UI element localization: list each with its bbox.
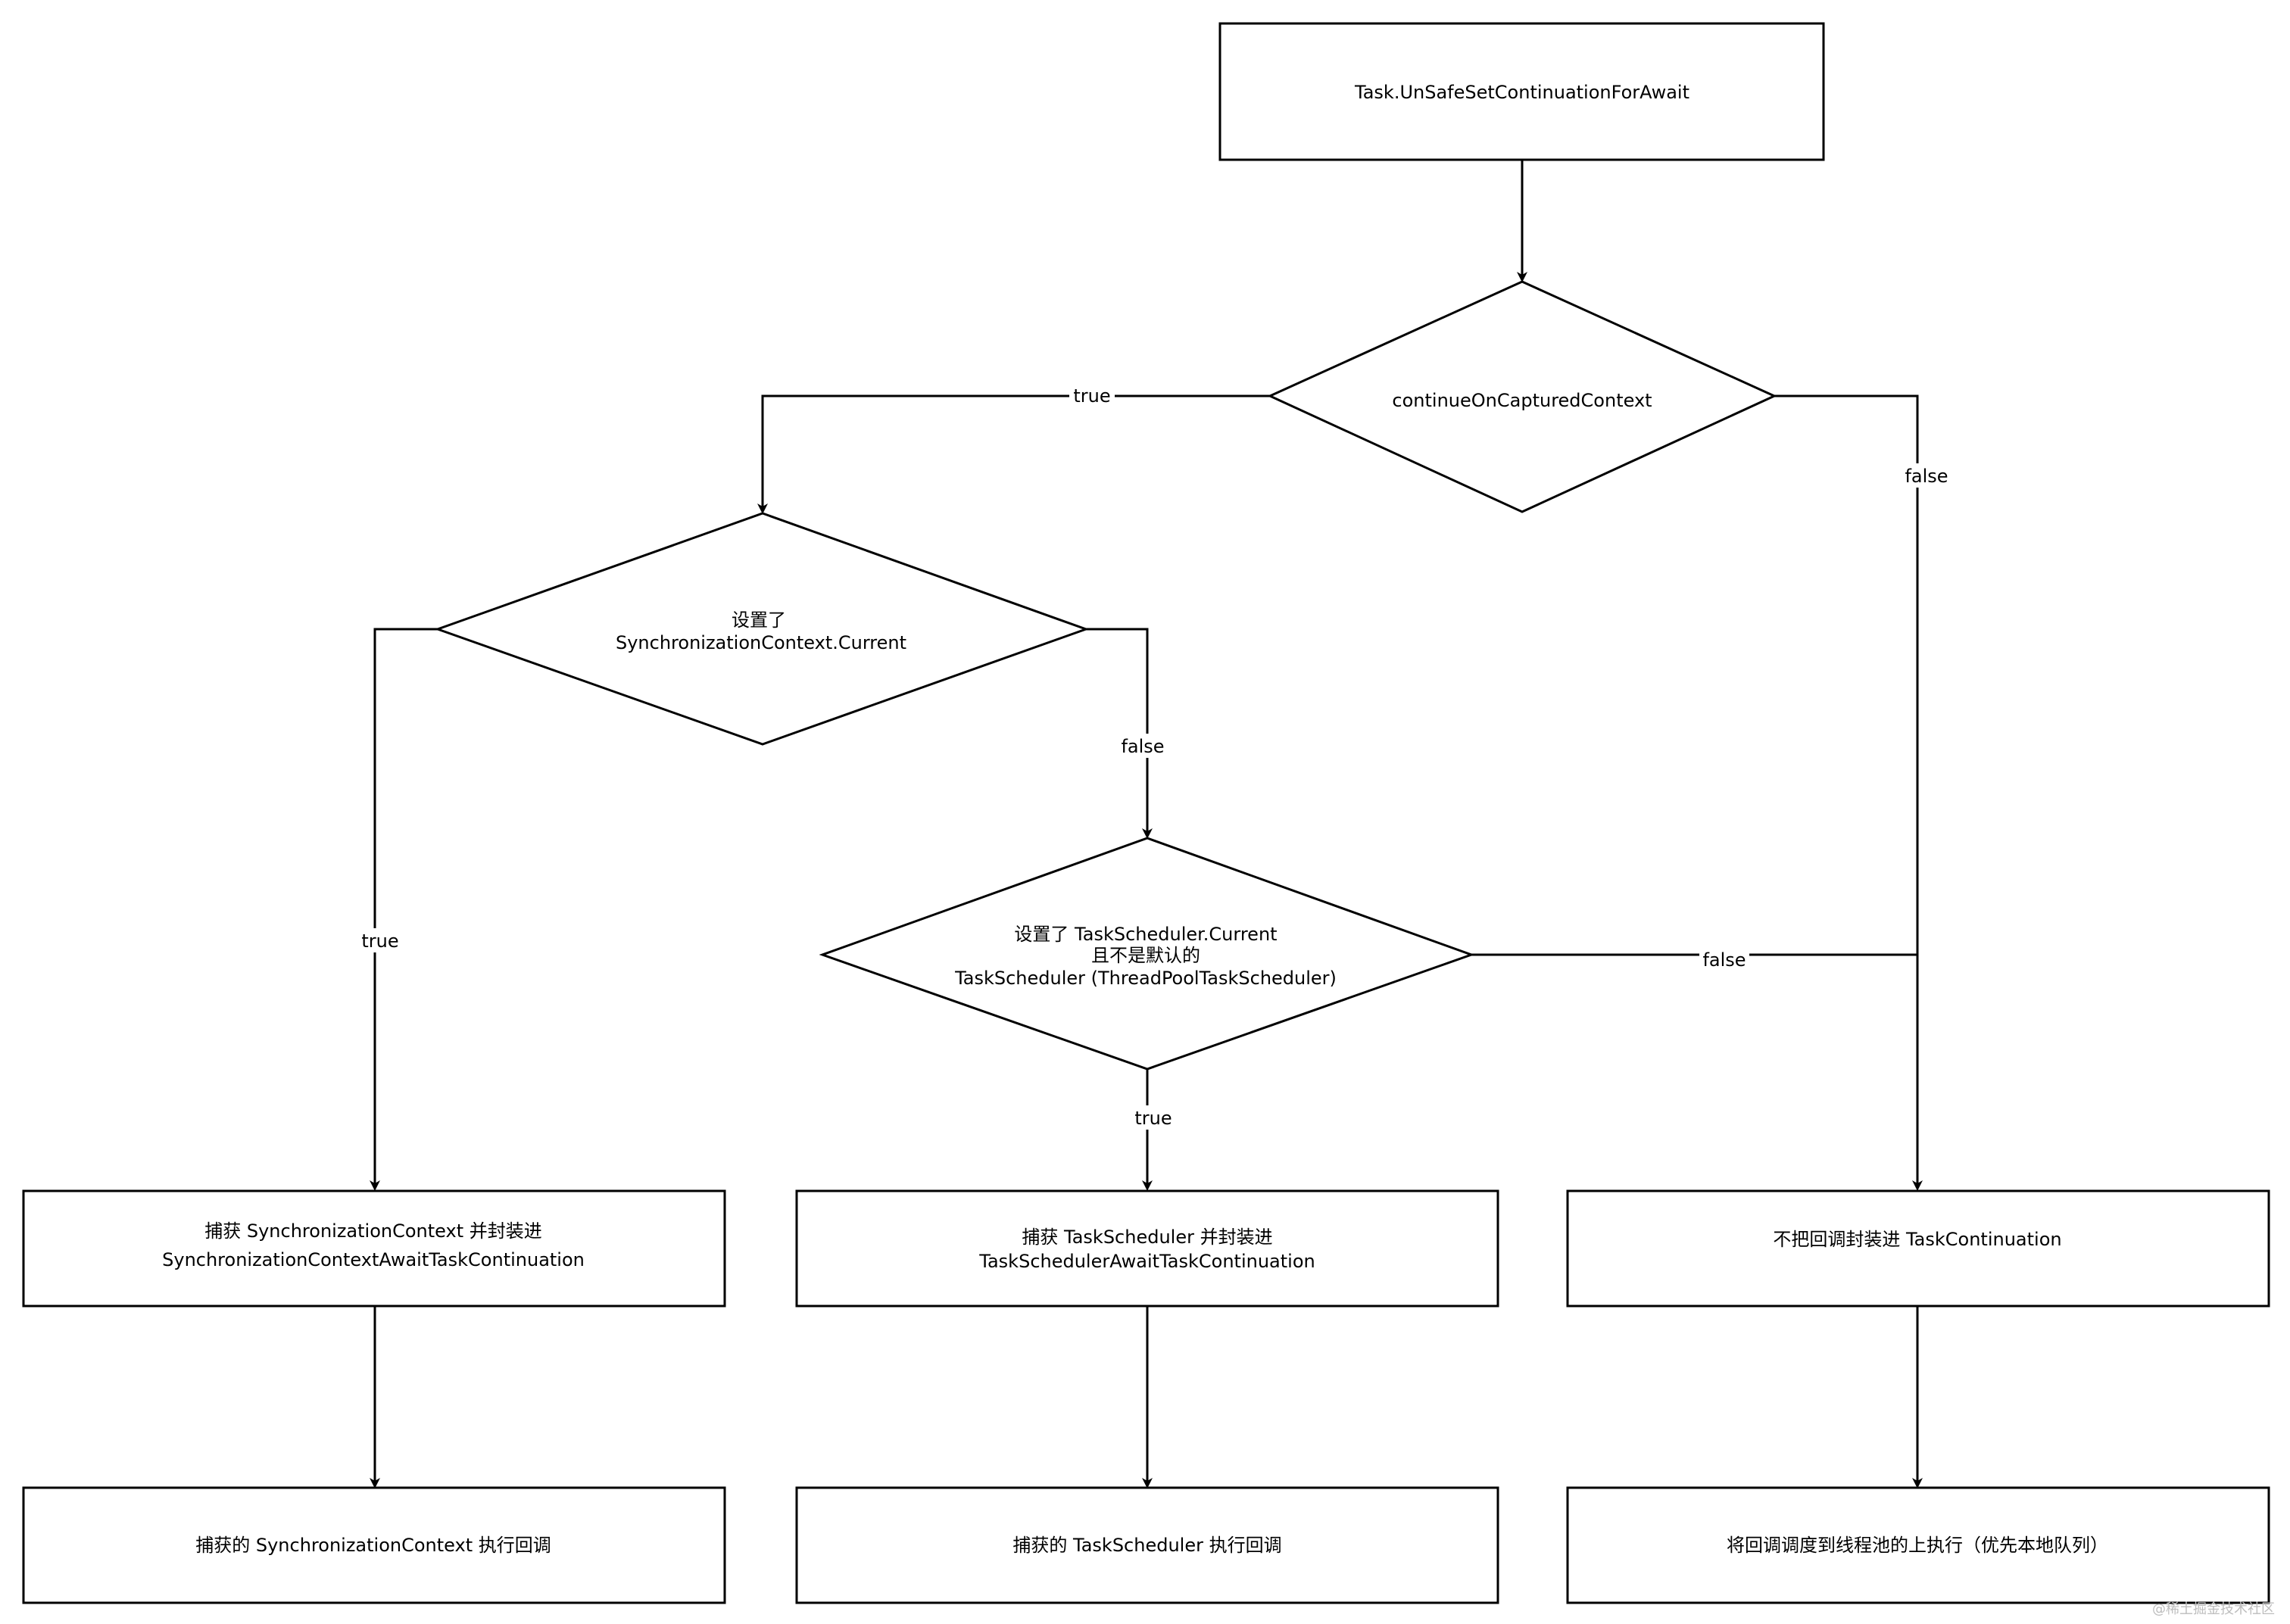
node-decision-sched-line-1: 设置了 TaskScheduler.Current (1014, 924, 1277, 945)
node-start-label: Task.UnSafeSetContinuationForAwait (1354, 82, 1689, 103)
node-no-wrap: 不把回调封装进 TaskContinuation (1566, 1189, 2270, 1308)
node-capture-sync: 捕获 SynchronizationContext 并封装进 Synchroni… (22, 1189, 726, 1308)
node-exec-pool-label: 将回调调度到线程池的上执行（优先本地队列） (1727, 1535, 2108, 1556)
node-exec-pool: 将回调调度到线程池的上执行（优先本地队列） (1566, 1486, 2270, 1604)
node-exec-sched-label: 捕获的 TaskScheduler 执行回调 (1012, 1535, 1281, 1556)
edge-label-context-true: true (1073, 385, 1110, 407)
node-decision-sched-line-2: 且不是默认的 (1091, 945, 1200, 966)
edge-label-sched-false: false (1702, 949, 1746, 971)
node-capture-sched: 捕获 TaskScheduler 并封装进 TaskSchedulerAwait… (795, 1189, 1499, 1308)
node-capture-sync-line-1: 捕获 SynchronizationContext 并封装进 (204, 1220, 542, 1242)
node-exec-sched: 捕获的 TaskScheduler 执行回调 (795, 1486, 1499, 1604)
node-decision-context-label: continueOnCapturedContext (1392, 390, 1652, 411)
node-decision-context: continueOnCapturedContext (1267, 280, 1777, 513)
node-capture-sched-line-1: 捕获 TaskScheduler 并封装进 (1022, 1227, 1272, 1248)
node-start: Task.UnSafeSetContinuationForAwait (1218, 22, 1825, 161)
node-decision-sync: 设置了 SynchronizationContext.Current (434, 512, 1090, 746)
edge-labels: true false true false true false (359, 383, 1951, 1130)
node-capture-sync-line-2: SynchronizationContextAwaitTaskContinuat… (162, 1249, 585, 1270)
edge-label-context-false: false (1905, 466, 1948, 487)
edge-sync-true (370, 628, 438, 1191)
edge-context-false (1774, 394, 1923, 1191)
watermark: @稀土掘金技术社区 (2152, 1601, 2275, 1617)
edge-sync-false (1086, 628, 1153, 839)
node-decision-sched: 设置了 TaskScheduler.Current 且不是默认的 TaskSch… (819, 837, 1475, 1071)
node-exec-sync: 捕获的 SynchronizationContext 执行回调 (22, 1486, 726, 1604)
edge-context-true (757, 394, 1270, 514)
edge-label-sync-true: true (361, 930, 398, 952)
node-capture-sched-line-2: TaskSchedulerAwaitTaskContinuation (978, 1251, 1315, 1272)
node-exec-sync-label: 捕获的 SynchronizationContext 执行回调 (195, 1535, 551, 1556)
edge-label-sched-true: true (1134, 1108, 1172, 1129)
node-decision-sync-line-2: SynchronizationContext.Current (616, 632, 906, 653)
node-no-wrap-label: 不把回调封装进 TaskContinuation (1773, 1229, 2061, 1250)
node-decision-sched-line-3: TaskScheduler (ThreadPoolTaskScheduler) (954, 968, 1337, 989)
edge-label-sync-false: false (1121, 736, 1164, 757)
node-decision-sync-line-1: 设置了 (732, 609, 786, 631)
